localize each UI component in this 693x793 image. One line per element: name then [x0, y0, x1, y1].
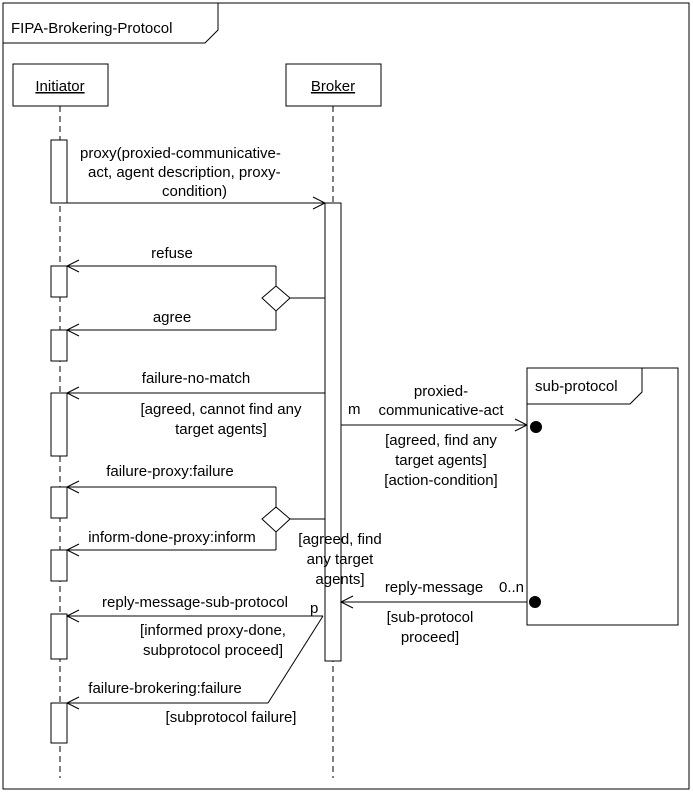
activation-initiator-agree: [50, 329, 68, 362]
reply-message-arrowhead: [339, 595, 354, 609]
failure-brokering-label: failure-brokering:failure: [88, 680, 241, 697]
activation-broker: [324, 202, 342, 662]
frame-title-tab: [3, 3, 219, 44]
reply-sub-guard-1: [informed proxy-done,: [140, 622, 286, 639]
refuse-label: refuse: [151, 245, 193, 262]
activation-initiator-refuse: [50, 265, 68, 298]
sub-protocol-frame: [526, 367, 679, 626]
failure-brokering-guard: [subprotocol failure]: [166, 709, 297, 726]
proxied-act-label-2: communicative-act: [378, 402, 504, 419]
inform-done-guard-1: [agreed, find: [298, 531, 381, 548]
proxied-act-label-1: proxied-: [414, 383, 468, 400]
activation-initiator-no-match: [50, 392, 68, 457]
agree-label: agree: [153, 309, 191, 326]
failure-proxy-arrowhead: [65, 480, 80, 494]
lifeline-label-initiator: Initiator: [35, 78, 84, 95]
proxy-arrowhead: [312, 196, 327, 210]
failure-no-match-label: failure-no-match: [142, 370, 250, 387]
decision-2-diamond: [261, 506, 291, 533]
lifeline-head-broker: [285, 63, 382, 107]
reply-message-label: reply-message: [385, 579, 483, 596]
proxy-label-line-1: proxy(proxied-communicative-: [80, 145, 281, 162]
reply-message-multiplicity: 0..n: [499, 579, 524, 596]
inform-done-proxy-arrowhead: [65, 543, 80, 557]
activation-initiator-failure-brokering: [50, 702, 68, 744]
failure-no-match-guard-2: target agents]: [175, 421, 267, 438]
reply-message-sub-protocol-label: reply-message-sub-protocol: [102, 594, 288, 611]
proxy-label-line-3: condition): [162, 183, 227, 200]
activation-initiator-inform-done: [50, 549, 68, 582]
proxied-act-guard-3: [action-condition]: [384, 472, 497, 489]
failure-brokering-arrowhead: [65, 696, 80, 710]
failure-no-match-guard-1: [agreed, cannot find any: [141, 401, 302, 418]
proxy-label-line-2: act, agent description, proxy-: [88, 164, 281, 181]
activation-initiator-1: [50, 139, 68, 204]
reply-message-guard-2: proceed]: [401, 629, 459, 646]
failure-brokering-branch: [267, 615, 324, 704]
lifeline-head-initiator: [12, 63, 109, 107]
agree-arrowhead: [65, 323, 80, 337]
inform-done-proxy-label: inform-done-proxy:inform: [88, 529, 256, 546]
proxied-act-multiplicity: m: [348, 401, 361, 418]
proxied-act-guard-1: [agreed, find any: [385, 432, 497, 449]
failure-no-match-arrowhead: [65, 386, 80, 400]
frame-title: FIPA-Brokering-Protocol: [11, 20, 172, 37]
activation-initiator-reply-sub: [50, 613, 68, 660]
refuse-arrowhead: [65, 259, 80, 273]
reply-sub-guard-2: subprotocol proceed]: [143, 642, 283, 659]
reply-message-guard-1: [sub-protocol: [387, 609, 474, 626]
failure-proxy-label: failure-proxy:failure: [106, 463, 234, 480]
reply-sub-multiplicity: p: [310, 600, 318, 617]
lifeline-label-broker: Broker: [311, 78, 355, 95]
sub-protocol-title: sub-protocol: [535, 378, 618, 395]
decision-1-diamond: [261, 285, 291, 312]
activation-initiator-failure-proxy: [50, 486, 68, 519]
reply-message-sub-protocol-arrowhead: [65, 609, 80, 623]
inform-done-guard-3: agents]: [315, 571, 364, 588]
inform-done-guard-2: any target: [307, 551, 375, 568]
proxied-act-guard-2: target agents]: [395, 452, 487, 469]
sub-protocol-title-tab: [527, 368, 643, 405]
sub-protocol-end-point: [529, 596, 541, 608]
sub-protocol-start-point: [530, 421, 542, 433]
